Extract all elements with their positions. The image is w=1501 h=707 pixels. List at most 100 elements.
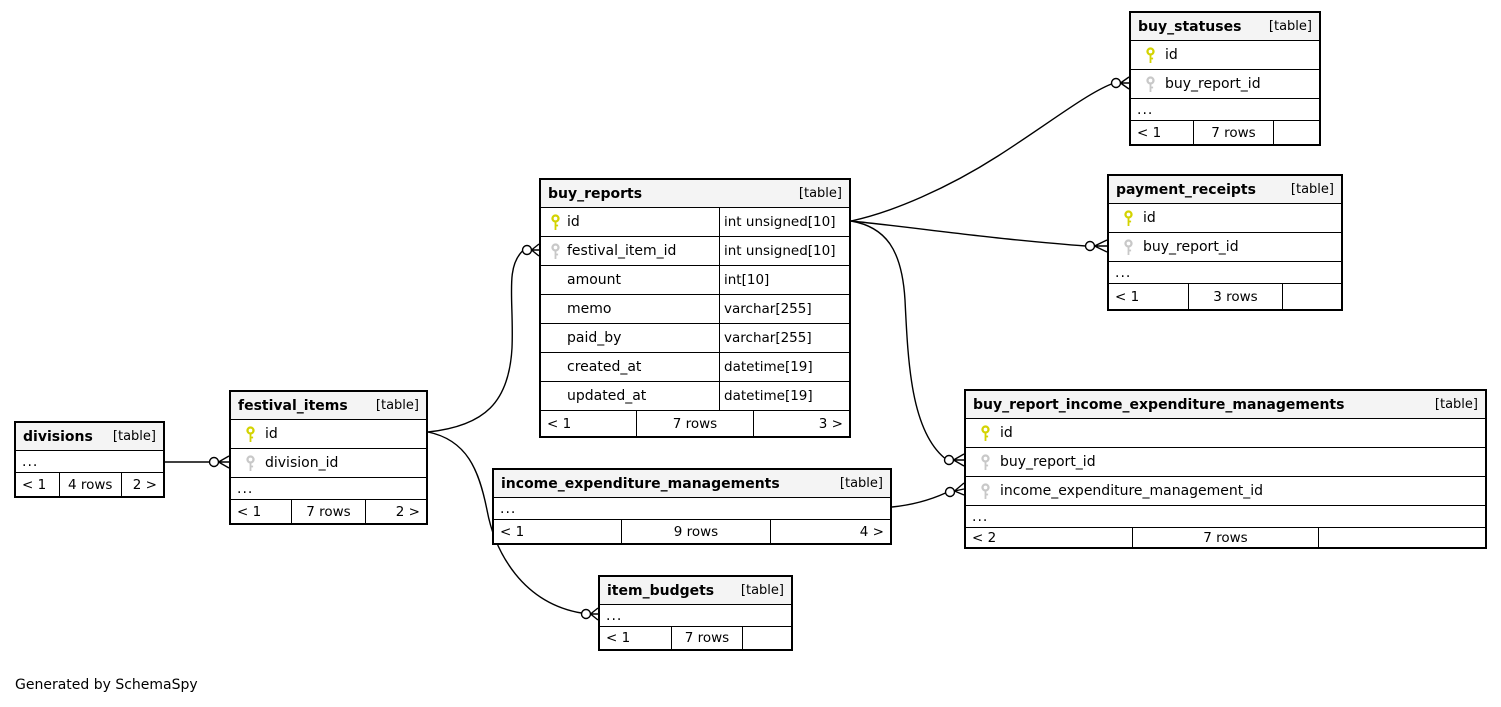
column-row-id: id [1109, 204, 1341, 233]
rows-count-cell: 3 rows [1187, 284, 1283, 309]
rows-count-cell: 7 rows [1193, 121, 1274, 144]
column-cell: buy_report_id [1109, 233, 1341, 261]
foreign-key-icon [1124, 238, 1133, 255]
column-name: memo [567, 301, 612, 317]
table-name[interactable]: item_budgets [607, 582, 715, 599]
column-cell: income_expenditure_management_id [966, 477, 1485, 505]
column-cell: division_id [231, 449, 426, 477]
column-row-id: id [1131, 41, 1319, 70]
column-cell: buy_report_id [1131, 70, 1319, 98]
related-in-cell: < 1 [22, 476, 47, 493]
primary-key-icon-slot [966, 424, 1000, 442]
related-out-cell: 2 > [132, 476, 157, 493]
table-name[interactable]: buy_report_income_expenditure_management… [973, 396, 1345, 413]
table-kind-label: [table] [740, 583, 784, 598]
table-footer: < 1 4 rows 2 > [16, 473, 163, 496]
related-out-cell [1319, 528, 1485, 547]
related-in-cell: < 1 [547, 415, 572, 432]
column-cell: id [541, 208, 719, 236]
primary-key-icon-slot [541, 213, 567, 231]
related-in-cell: < 1 [1115, 288, 1140, 305]
column-cell: paid_by [541, 324, 719, 352]
column-name: id [1000, 425, 1013, 441]
foreign-key-icon-slot [1109, 238, 1143, 256]
foreign-key-icon [981, 482, 990, 499]
related-out-cell: 4 > [859, 523, 884, 540]
related-out-cell [743, 627, 791, 649]
primary-key-icon [981, 424, 990, 441]
table-kind-label: [table] [112, 429, 156, 444]
related-out-cell [1274, 121, 1319, 144]
table-kind-label: [table] [375, 398, 419, 413]
table-header: divisions [table] [16, 423, 163, 451]
column-cell: id [1109, 204, 1341, 232]
column-type: datetime[19] [719, 353, 849, 381]
foreign-key-icon [981, 453, 990, 470]
column-name: income_expenditure_management_id [1000, 483, 1264, 499]
ellipsis-row: ... [1109, 262, 1341, 284]
column-name: buy_report_id [1000, 454, 1096, 470]
column-name: id [1165, 47, 1178, 63]
relationship-festival_items-buy_reports [427, 243, 540, 433]
foreign-key-icon-slot [541, 242, 567, 260]
column-type: varchar[255] [719, 324, 849, 352]
column-type: int unsigned[10] [719, 237, 849, 265]
column-name: created_at [567, 359, 642, 375]
relationship-festival_items-item_budgets [427, 431, 599, 621]
column-name: paid_by [567, 330, 622, 346]
primary-key-icon-slot [1131, 46, 1165, 64]
column-row-buy_report_id: buy_report_id [966, 448, 1485, 477]
column-cell: buy_report_id [966, 448, 1485, 476]
column-row-buy_report_id: buy_report_id [1131, 70, 1319, 99]
table-footer: < 1 3 rows [1109, 284, 1341, 309]
column-row-division_id: division_id [231, 449, 426, 478]
related-out-cell [1283, 284, 1341, 309]
column-name: division_id [265, 455, 339, 471]
table-name[interactable]: buy_reports [548, 185, 643, 202]
foreign-key-icon-slot [231, 454, 265, 472]
column-row-income_expenditure_management_id: income_expenditure_management_id [966, 477, 1485, 506]
relationship-divisions-festival_items [165, 455, 230, 469]
table-name[interactable]: buy_statuses [1138, 18, 1242, 35]
related-in-cell: < 1 [1137, 124, 1162, 141]
primary-key-icon [1146, 46, 1155, 63]
table-footer: < 1 7 rows [1131, 121, 1319, 144]
table-header: buy_reports[table] [541, 180, 849, 208]
table-kind-label: [table] [1290, 182, 1334, 197]
table-kind-label: [table] [839, 476, 883, 491]
table-buy-report-income-expenditure-managements[interactable]: buy_report_income_expenditure_management… [964, 389, 1487, 549]
rows-count-cell: 7 rows [1132, 528, 1319, 547]
relationship-buy_reports-payment_receipts [850, 220, 1108, 253]
column-cell: created_at [541, 353, 719, 381]
table-name[interactable]: divisions [23, 428, 93, 445]
ellipsis-row: ... [600, 605, 791, 627]
foreign-key-icon-slot [966, 482, 1000, 500]
table-income-expenditure-managements[interactable]: income_expenditure_managements[table]...… [492, 468, 892, 545]
column-cell: memo [541, 295, 719, 323]
related-in-cell: < 1 [606, 630, 631, 646]
column-name: amount [567, 272, 622, 288]
rows-count-cell: 7 rows [636, 411, 754, 436]
table-header: buy_report_income_expenditure_management… [966, 391, 1485, 419]
rows-count-cell: 4 rows [58, 473, 122, 496]
table-name[interactable]: income_expenditure_managements [501, 475, 780, 492]
ellipsis-row: ... [231, 478, 426, 500]
column-cell: id [966, 419, 1485, 447]
table-name[interactable]: payment_receipts [1116, 181, 1256, 198]
column-cell: id [1131, 41, 1319, 69]
table-name[interactable]: festival_items [238, 397, 348, 414]
